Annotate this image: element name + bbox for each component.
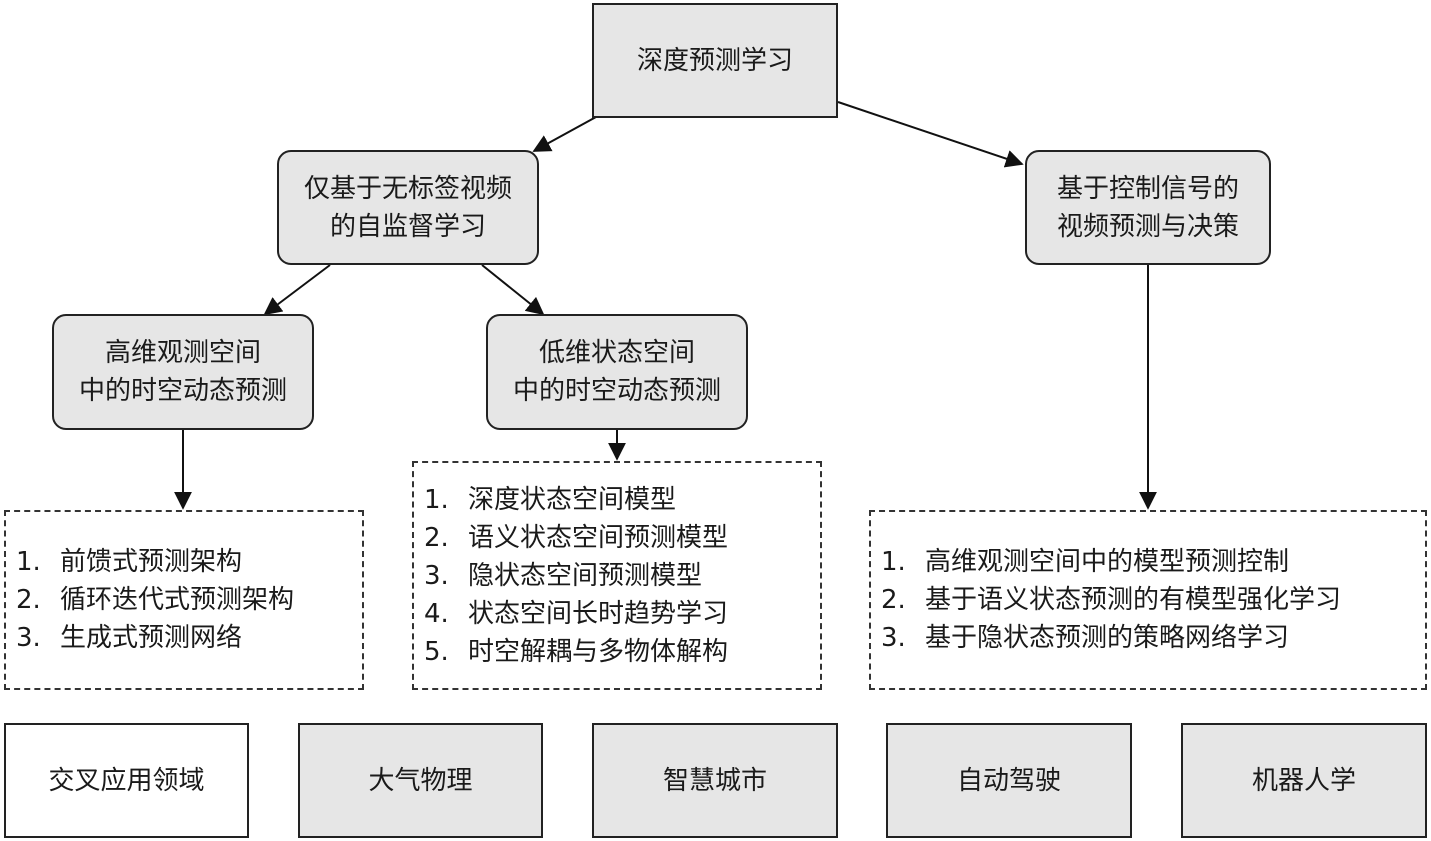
branch-left-line2: 的自监督学习 xyxy=(329,211,486,242)
sub-high-node: 高维观测空间 中的时空动态预测 xyxy=(52,314,314,430)
application-header-box: 交叉应用领域 xyxy=(4,723,249,838)
list-item: 1.前馈式预测架构 xyxy=(16,547,243,577)
application-box: 自动驾驶 xyxy=(886,723,1132,838)
list-control-box: 1.高维观测空间中的模型预测控制 2.基于语义状态预测的有模型强化学习 3.基于… xyxy=(869,510,1427,690)
edge-root-to-right xyxy=(837,101,1024,168)
application-box: 大气物理 xyxy=(298,723,543,838)
application-label: 智慧城市 xyxy=(662,765,767,796)
list-item: 3.隐状态空间预测模型 xyxy=(424,560,703,591)
list-item: 4.状态空间长时趋势学习 xyxy=(424,598,729,629)
sub-high-line1: 高维观测空间 xyxy=(104,338,261,368)
list-item: 2.语义状态空间预测模型 xyxy=(424,522,729,553)
application-box: 智慧城市 xyxy=(592,723,838,838)
branch-left-line1: 仅基于无标签视频 xyxy=(303,173,512,204)
sub-low-line1: 低维状态空间 xyxy=(538,338,695,368)
edge-left-to-high xyxy=(263,264,331,316)
application-label: 大气物理 xyxy=(368,765,473,796)
edge-root-to-left xyxy=(532,116,597,152)
list-item: 2.基于语义状态预测的有模型强化学习 xyxy=(881,585,1342,615)
branch-left-node: 仅基于无标签视频 的自监督学习 xyxy=(277,150,539,265)
list-item: 3.生成式预测网络 xyxy=(16,623,243,653)
list-item: 5.时空解耦与多物体解构 xyxy=(424,636,729,667)
list-item: 3.基于隐状态预测的策略网络学习 xyxy=(881,623,1290,653)
list-low-box: 1.深度状态空间模型 2.语义状态空间预测模型 3.隐状态空间预测模型 4.状态… xyxy=(412,461,822,690)
application-label: 机器人学 xyxy=(1251,765,1356,796)
list-high-box: 1.前馈式预测架构 2.循环迭代式预测架构 3.生成式预测网络 xyxy=(4,510,364,690)
list-item: 1.深度状态空间模型 xyxy=(424,484,677,515)
edge-left-to-low xyxy=(481,264,545,316)
branch-right-line1: 基于控制信号的 xyxy=(1056,173,1239,204)
sub-low-node: 低维状态空间 中的时空动态预测 xyxy=(486,314,748,430)
application-header-label: 交叉应用领域 xyxy=(48,765,205,796)
sub-low-line2: 中的时空动态预测 xyxy=(512,376,721,406)
application-box: 机器人学 xyxy=(1181,723,1427,838)
root-node: 深度预测学习 xyxy=(592,3,838,118)
list-item: 1.高维观测空间中的模型预测控制 xyxy=(881,547,1290,577)
sub-high-line2: 中的时空动态预测 xyxy=(78,376,287,406)
application-label: 自动驾驶 xyxy=(956,765,1061,796)
root-label: 深度预测学习 xyxy=(636,45,793,76)
branch-right-line2: 视频预测与决策 xyxy=(1056,211,1239,242)
branch-right-node: 基于控制信号的 视频预测与决策 xyxy=(1025,150,1271,265)
list-item: 2.循环迭代式预测架构 xyxy=(16,585,295,615)
